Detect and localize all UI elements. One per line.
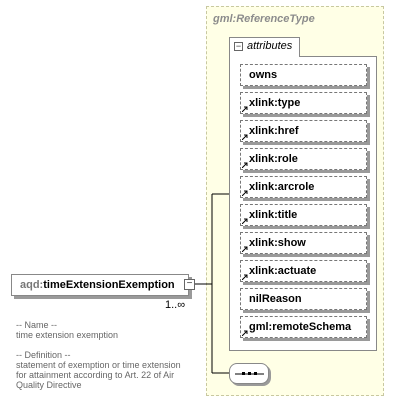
multiplicity: 1..∞ xyxy=(165,299,186,311)
attribute-item[interactable]: owns xyxy=(240,64,367,86)
reference-arrow-icon xyxy=(242,162,248,168)
attributes-label: attributes xyxy=(247,40,293,52)
attributes-collapse-icon[interactable]: − xyxy=(234,41,243,51)
doc-definition-line-2: for attainment according to Art. 22 of A… xyxy=(16,370,175,380)
sequence-compositor-icon xyxy=(235,372,264,375)
element-name: aqd:timeExtensionExemption xyxy=(20,279,175,291)
doc-definition-heading: -- Definition -- xyxy=(16,350,71,360)
attribute-label: gml:remoteSchema xyxy=(249,321,352,333)
reference-arrow-icon xyxy=(242,218,248,224)
attribute-label: xlink:href xyxy=(249,125,299,137)
attribute-item[interactable]: gml:remoteSchema xyxy=(240,316,367,338)
attribute-label: xlink:role xyxy=(249,153,298,165)
doc-definition-line-3: Quality Directive xyxy=(16,380,82,390)
attribute-label: nilReason xyxy=(249,293,302,305)
element-prefix: aqd: xyxy=(20,279,44,291)
doc-name-heading: -- Name -- xyxy=(16,320,57,330)
attribute-item[interactable]: xlink:arcrole xyxy=(240,176,367,198)
reference-arrow-icon xyxy=(242,106,248,112)
reference-arrow-icon xyxy=(242,190,248,196)
attribute-label: xlink:actuate xyxy=(249,265,317,277)
attribute-label: owns xyxy=(249,69,278,81)
reference-arrow-icon xyxy=(242,274,248,280)
type-name: gml:ReferenceType xyxy=(213,13,315,25)
reference-arrow-icon xyxy=(242,330,248,336)
attribute-label: xlink:title xyxy=(249,209,298,221)
element-box[interactable]: aqd:timeExtensionExemption xyxy=(11,274,189,296)
attribute-item[interactable]: xlink:actuate xyxy=(240,260,367,282)
attribute-label: xlink:show xyxy=(249,237,306,249)
attribute-item[interactable]: xlink:show xyxy=(240,232,367,254)
reference-arrow-icon xyxy=(242,134,248,140)
attribute-item[interactable]: nilReason xyxy=(240,288,367,310)
sequence-compositor[interactable] xyxy=(229,363,269,384)
attribute-item[interactable]: xlink:title xyxy=(240,204,367,226)
attribute-item[interactable]: xlink:href xyxy=(240,120,367,142)
element-collapse-icon[interactable]: − xyxy=(184,279,195,290)
doc-name-value: time extension exemption xyxy=(16,330,119,340)
attribute-label: xlink:arcrole xyxy=(249,181,315,193)
doc-definition-line-1: statement of exemption or time extension xyxy=(16,360,181,370)
attribute-item[interactable]: xlink:type xyxy=(240,92,367,114)
attribute-label: xlink:type xyxy=(249,97,301,109)
element-local-name: timeExtensionExemption xyxy=(43,279,175,291)
attribute-item[interactable]: xlink:role xyxy=(240,148,367,170)
attributes-tab[interactable] xyxy=(229,37,300,57)
reference-arrow-icon xyxy=(242,246,248,252)
